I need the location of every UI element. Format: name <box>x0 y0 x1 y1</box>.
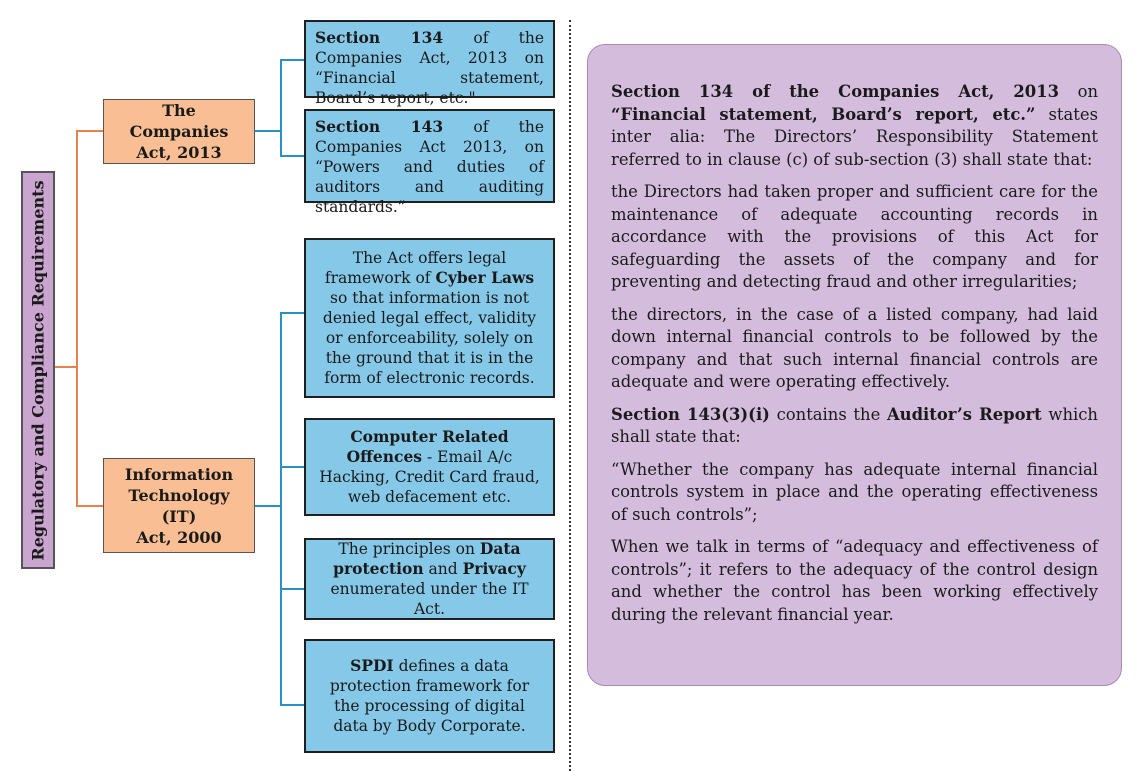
divider-line <box>569 20 571 771</box>
cyber-laws-pre: The Act offers legal framework of <box>324 249 507 287</box>
panel-p4-bold-1: Section 143(3)(i) <box>611 404 770 424</box>
cyber-laws-post: so that information is not denied legal … <box>322 289 537 387</box>
it-act-label-2: Technology (IT) <box>128 485 230 526</box>
connector-companies-trunk <box>280 59 282 156</box>
connector-root-trunk <box>76 130 78 506</box>
data-protection-pre: The principles on <box>338 540 480 558</box>
offences-node: Computer Related Offences - Email A/c Ha… <box>304 418 555 516</box>
connector-section-134 <box>280 59 304 61</box>
connector-section-143 <box>280 155 304 157</box>
data-protection-node: The principles on Data protection and Pr… <box>304 538 555 620</box>
companies-act-node: The Companies Act, 2013 <box>103 99 255 164</box>
section-143-node: Section 143 of the Companies Act 2013, o… <box>304 109 555 216</box>
connector-companies-act <box>76 130 103 132</box>
panel-p1-text-1: on <box>1059 82 1098 101</box>
panel-paragraph-6: When we talk in terms of “adequacy and e… <box>611 537 1098 624</box>
section-134-text: of the Companies Act, 2013 on “Financial… <box>315 29 544 107</box>
section-143-bold: Section 143 <box>315 117 444 136</box>
it-act-label-3: Act, 2000 <box>136 527 222 547</box>
panel-p4-bold-2: Auditor’s Report <box>886 404 1042 424</box>
cyber-laws-bold: Cyber Laws <box>435 268 535 287</box>
spdi-node: SPDI defines a data protection framework… <box>304 639 555 753</box>
offences-post: - Email A/c Hacking, Credit Card fraud, … <box>319 448 540 506</box>
connector-root <box>55 366 77 368</box>
section-143-text: of the Companies Act 2013, on “Powers an… <box>315 118 544 216</box>
connector-spdi <box>280 704 304 706</box>
connector-data-protection <box>280 588 304 590</box>
companies-act-label-2: Act, 2013 <box>136 143 222 162</box>
panel-paragraph-1: Section 134 of the Companies Act, 2013 o… <box>611 81 1098 171</box>
root-node: Regulatory and Compliance Requirements <box>21 171 55 569</box>
connector-it-trunk <box>280 312 282 706</box>
panel-paragraph-2: the Directors had taken proper and suffi… <box>611 182 1098 291</box>
cyber-laws-content: The Act offers legal framework of Cyber … <box>315 248 544 388</box>
spdi-post: defines a data protection framework for … <box>329 657 530 735</box>
panel-p4-text-1: contains the <box>769 404 887 424</box>
connector-it-stub <box>255 505 281 507</box>
connector-companies-stub <box>255 130 281 132</box>
data-protection-content: The principles on Data protection and Pr… <box>315 539 544 619</box>
cyber-laws-node: The Act offers legal framework of Cyber … <box>304 238 555 398</box>
it-act-node: Information Technology (IT) Act, 2000 <box>103 458 255 553</box>
connector-offences <box>280 466 304 468</box>
connector-it-act <box>76 505 103 507</box>
spdi-bold: SPDI <box>350 656 394 675</box>
it-act-label-1: Information <box>124 464 234 484</box>
explanation-panel: Section 134 of the Companies Act, 2013 o… <box>587 44 1122 686</box>
panel-paragraph-5: “Whether the company has adequate intern… <box>611 459 1098 524</box>
offences-content: Computer Related Offences - Email A/c Ha… <box>315 427 544 507</box>
panel-p1-bold-2: “Financial statement, Board’s report, et… <box>611 104 1036 124</box>
panel-p1-bold-1: Section 134 of the Companies Act, 2013 <box>611 82 1060 101</box>
panel-paragraph-3: the directors, in the case of a listed c… <box>611 304 1098 392</box>
section-134-bold: Section 134 <box>315 28 444 47</box>
data-protection-bold-2: Privacy <box>462 559 526 578</box>
data-protection-mid: and <box>423 560 463 578</box>
offences-bold: Computer Related Offences <box>346 427 509 466</box>
root-label: Regulatory and Compliance Requirements <box>28 179 48 561</box>
panel-paragraph-4: Section 143(3)(i) contains the Auditor’s… <box>611 404 1098 449</box>
spdi-content: SPDI defines a data protection framework… <box>315 656 544 736</box>
data-protection-post: enumerated under the IT Act. <box>330 580 529 618</box>
panel-p1-text-2: states inter alia: The Directors’ Respon… <box>611 104 1098 169</box>
section-134-node: Section 134 of the Companies Act, 2013 o… <box>304 20 555 107</box>
panel-p4-text-2: which shall state that: <box>611 404 1098 447</box>
connector-cyber-laws <box>280 312 304 314</box>
companies-act-label-1: The Companies <box>129 101 229 141</box>
data-protection-bold-1: Data protection <box>333 539 521 578</box>
